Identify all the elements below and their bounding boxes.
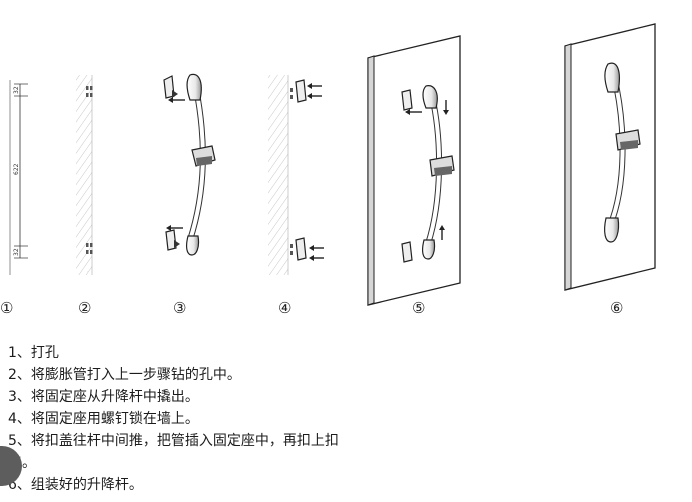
stage-4-screw-brackets — [268, 75, 324, 275]
step-1: 1、打孔 — [8, 345, 59, 361]
stage-label-6: ⑥ — [610, 300, 623, 317]
dim-top-gap: 32 — [13, 86, 20, 94]
stage-3-remove-brackets — [163, 73, 216, 256]
step-3: 3、将固定座从升降杆中撬出。 — [8, 389, 199, 405]
dim-main: 622 — [13, 163, 20, 175]
step-5: 5、将扣盖往杆中间推，把管插入固定座中，再扣上扣 — [8, 433, 339, 449]
step-6: 6、组装好的升降杆。 — [8, 477, 143, 493]
stage-6-assembled — [564, 23, 656, 291]
dim-bottom-gap: 32 — [13, 248, 20, 256]
stage-5-insert-rod — [367, 35, 461, 306]
stage-labels: ① ② ③ ④ ⑤ ⑥ — [0, 300, 623, 317]
stage-label-3: ③ — [173, 300, 186, 317]
stage-2-anchors — [76, 75, 93, 275]
watermark-logo — [0, 446, 22, 486]
stage-label-2: ② — [78, 300, 91, 317]
installation-diagram: 32 622 32 — [0, 23, 656, 317]
stage-label-1: ① — [0, 300, 13, 317]
stage-label-5: ⑤ — [412, 300, 425, 317]
step-4: 4、将固定座用螺钉锁在墙上。 — [8, 411, 199, 427]
stage-1-drilling: 32 622 32 — [9, 80, 28, 275]
stage-label-4: ④ — [278, 300, 291, 317]
step-2: 2、将膨胀管打入上一步骤钻的孔中。 — [8, 367, 241, 383]
